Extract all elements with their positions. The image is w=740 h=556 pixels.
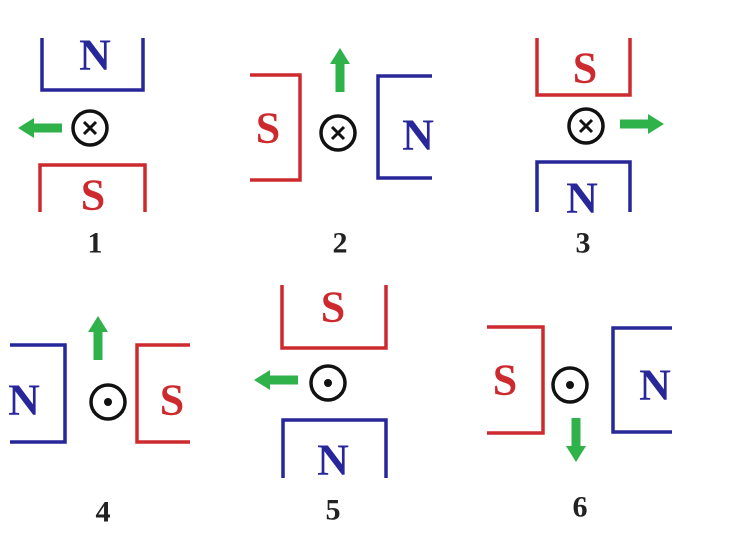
force-arrow-head xyxy=(254,370,270,390)
panel-number: 1 xyxy=(88,227,103,260)
south-magnet xyxy=(487,325,545,435)
panel-number: 2 xyxy=(333,227,348,260)
conductor-out-of-page xyxy=(551,366,589,404)
cross-symbol xyxy=(578,118,594,134)
conductor-into-page xyxy=(71,109,109,147)
panel-number: 6 xyxy=(573,491,588,524)
north-magnet xyxy=(611,326,672,434)
force-arrow-head xyxy=(330,48,350,64)
north-pole-label: N xyxy=(79,31,111,80)
panel-2: S N 2 xyxy=(250,48,434,260)
force-arrow-head xyxy=(18,118,34,138)
panel-3: S N 3 xyxy=(535,38,664,260)
force-arrow-head xyxy=(88,316,108,332)
south-magnet xyxy=(280,285,388,350)
dot-symbol xyxy=(566,381,574,389)
north-magnet xyxy=(10,343,67,444)
south-magnet xyxy=(250,73,302,182)
south-pole-label: S xyxy=(493,356,517,405)
north-pole-label: N xyxy=(639,361,671,410)
conductor-out-of-page xyxy=(89,383,127,421)
south-pole-label: S xyxy=(321,283,345,332)
south-magnet xyxy=(535,38,632,97)
panel-number: 5 xyxy=(326,494,341,527)
south-pole-label: S xyxy=(160,376,184,425)
panel-number: 3 xyxy=(576,227,591,260)
panel-1: N S 1 xyxy=(18,31,147,260)
panel-5: S N 5 xyxy=(254,283,388,527)
force-arrow-head xyxy=(566,446,586,462)
south-pole-label: S xyxy=(256,104,280,153)
north-magnet xyxy=(376,74,432,180)
conductor-into-page xyxy=(319,114,357,152)
north-magnet xyxy=(40,38,145,92)
cross-symbol xyxy=(330,125,346,141)
panel-4: N S 4 xyxy=(8,316,190,529)
south-pole-label: S xyxy=(573,44,597,93)
conductor-out-of-page xyxy=(309,364,347,402)
south-pole-label: S xyxy=(81,171,105,220)
panel-6: S N 6 xyxy=(487,325,672,524)
dot-symbol xyxy=(324,379,332,387)
north-pole-label: N xyxy=(402,111,434,160)
panel-number: 4 xyxy=(96,496,111,529)
north-magnet xyxy=(281,418,388,478)
conductor-into-page xyxy=(567,107,605,145)
force-arrow-head xyxy=(648,114,664,134)
north-magnet xyxy=(535,160,632,212)
north-pole-label: N xyxy=(317,436,349,485)
cross-symbol xyxy=(82,120,98,136)
north-pole-label: N xyxy=(566,174,598,223)
south-magnet xyxy=(38,163,147,212)
dot-symbol xyxy=(104,398,112,406)
south-magnet xyxy=(135,343,190,444)
north-pole-label: N xyxy=(8,376,40,425)
